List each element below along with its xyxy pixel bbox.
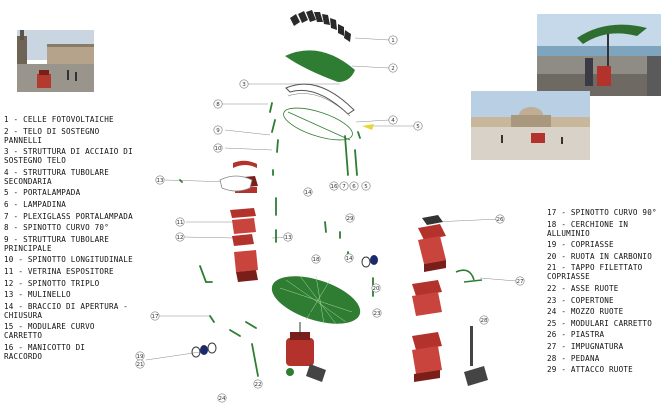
callout-29: 29 <box>347 216 354 222</box>
legend-item-9: 9 - STRUTTURA TUBOLARE PRINCIPALE <box>4 234 109 253</box>
callout-3: 3 <box>242 82 246 88</box>
legend-item-8: 8 - SPINOTTO CURVO 70° <box>4 223 109 233</box>
callout-19: 19 <box>137 354 144 360</box>
part-wheels <box>191 255 378 358</box>
callout-11: 11 <box>177 220 184 226</box>
callout-16: 16 <box>331 184 338 190</box>
legend-item-15: 15 - MODULARE CURVO CARRETTO <box>4 322 95 341</box>
legend-item-6: 6 - LAMPADINA <box>4 199 67 209</box>
callout-14: 14 <box>346 256 353 262</box>
part-canopy-fabric <box>285 50 355 82</box>
callout-4: 4 <box>391 118 395 124</box>
legend-item-10: 10 - SPINOTTO LONGITUDINALE <box>4 255 133 265</box>
legend-item-11: 11 - VETRINA ESPOSITORE <box>4 266 114 276</box>
callout-10: 10 <box>215 146 222 152</box>
callout-13: 13 <box>157 178 164 184</box>
legend-item-12: 12 - SPINOTTO TRIPLO <box>4 278 100 288</box>
callout-28: 28 <box>481 318 488 324</box>
photo-seafront-top-right-art <box>537 14 661 96</box>
legend-item-25: 25 - MODULARI CARRETTO <box>547 318 652 328</box>
legend-item-17: 17 - SPINOTTO CURVO 90° <box>547 208 657 217</box>
part-secondary-tube <box>283 107 353 141</box>
part-main-tube <box>269 102 374 297</box>
legend-item-23: 23 - COPERTONE <box>547 295 614 305</box>
photo-piazza-top-left-art <box>17 30 94 92</box>
legend-right: 17 - SPINOTTO CURVO 90° 18 - CERCHIONE IN… <box>547 208 665 377</box>
part-handle <box>455 269 483 283</box>
legend-item-28: 28 - PEDANA <box>547 353 600 363</box>
callout-6: 6 <box>352 184 356 190</box>
callout-21: 21 <box>137 362 144 368</box>
legend-item-24: 24 - MOZZO RUOTE <box>547 307 624 317</box>
callout-20: 20 <box>373 286 380 292</box>
callout-lines <box>145 37 517 361</box>
callout-markers <box>135 35 525 403</box>
legend-item-3: 3 - STRUTTURA DI ACCIAIO DI SOSTEGNO TEL… <box>4 147 133 166</box>
legend-item-2: 2 - TELO DI SOSTEGNO PANNELLI <box>4 126 100 145</box>
legend-item-5: 5 - PORTALAMPADA <box>4 188 81 198</box>
callout-12: 12 <box>177 235 184 241</box>
callout-2: 2 <box>391 66 395 72</box>
photo-piazza-top-left <box>17 30 94 92</box>
part-assembled-cart <box>286 309 326 382</box>
legend-item-18: 18 - CERCHIONE IN ALLUMINIO <box>547 219 629 238</box>
callout-numbers: 1 2 3 8 4 5 9 10 13 11 12 13 17 19 21 26… <box>137 38 524 402</box>
callout-5b: 5 <box>364 184 368 190</box>
legend-item-4: 4 - STRUTTURA TUBOLARE SECONDARIA <box>4 167 109 186</box>
part-reel <box>219 175 253 192</box>
callout-18: 18 <box>313 257 320 263</box>
legend-item-27: 27 - IMPUGNATURA <box>547 341 624 351</box>
legend-item-19: 19 - COPRIASSE <box>547 240 614 250</box>
legend-item-21: 21 - TAPPO FILETTATO COPRIASSE <box>547 263 643 282</box>
callout-27: 27 <box>517 279 524 285</box>
callout-7: 7 <box>342 184 346 190</box>
legend-item-13: 13 - MULINELLO <box>4 290 71 300</box>
callout-17: 17 <box>152 314 159 320</box>
photo-plebiscito-right-art <box>471 91 590 160</box>
callout-22: 22 <box>255 382 262 388</box>
legend-item-26: 26 - PIASTRA <box>547 330 605 340</box>
callout-13b: 13 <box>285 235 292 241</box>
part-solar-cells <box>290 10 351 42</box>
legend-item-16: 16 - MANICOTTO DI RACCORDO <box>4 342 86 361</box>
part-mesh-canopy <box>271 275 361 325</box>
legend-item-14: 14 - BRACCIO DI APERTURA - CHIUSURA <box>4 301 129 320</box>
part-lamp-plexiglass <box>362 124 374 130</box>
part-opening-arms <box>179 179 259 377</box>
legend-item-1: 1 - CELLE FOTOVOLTAICHE <box>4 115 114 124</box>
legend-item-20: 20 - RUOTA IN CARBONIO <box>547 251 652 261</box>
callout-8: 8 <box>216 102 220 108</box>
callout-1: 1 <box>391 38 395 44</box>
legend-left: 1 - CELLE FOTOVOLTAICHE 2 - TELO DI SOSTE… <box>4 115 164 364</box>
legend-item-7: 7 - PLEXIGLASS PORTALAMPADA <box>4 211 133 221</box>
part-axle-pedana <box>464 326 488 386</box>
callout-5: 5 <box>416 124 420 130</box>
callout-9: 9 <box>216 128 220 134</box>
part-modular-cart <box>412 215 446 382</box>
legend-item-29: 29 - ATTACCO RUOTE <box>547 365 633 375</box>
part-steel-frame <box>285 83 355 115</box>
callout-14b: 14 <box>305 190 312 196</box>
legend-item-22: 22 - ASSE RUOTE <box>547 283 619 293</box>
callout-26: 26 <box>497 217 504 223</box>
photo-seafront-top-right <box>537 14 661 96</box>
callout-23: 23 <box>374 311 381 317</box>
photo-plebiscito-right <box>471 91 590 160</box>
callout-24: 24 <box>219 396 226 402</box>
